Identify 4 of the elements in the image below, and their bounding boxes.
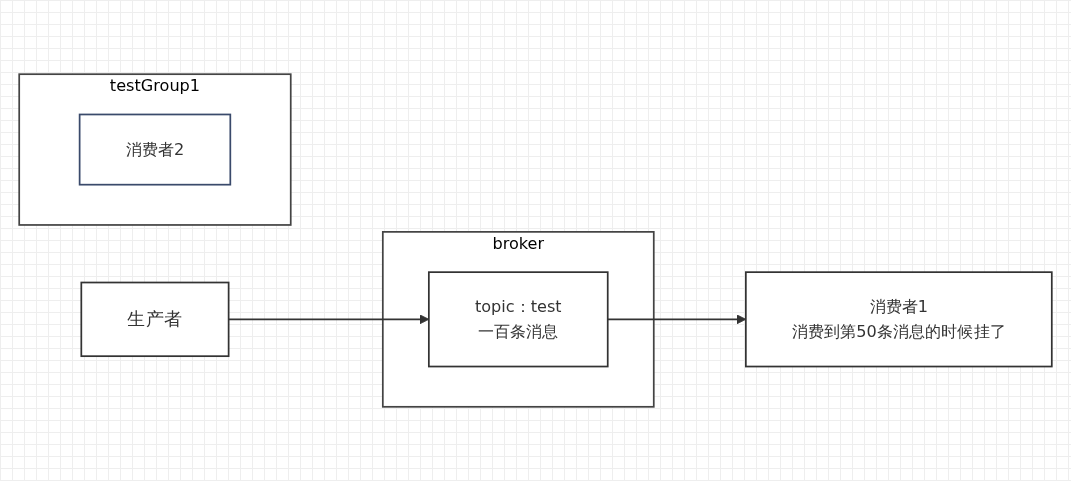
node-box: 消费者2	[78, 113, 232, 186]
node-box: 生产者	[80, 281, 230, 358]
node-box: 消费者1 消费到第50条消息的时候挂了	[744, 271, 1053, 368]
node-box: topic：test 一百条消息	[428, 271, 609, 368]
